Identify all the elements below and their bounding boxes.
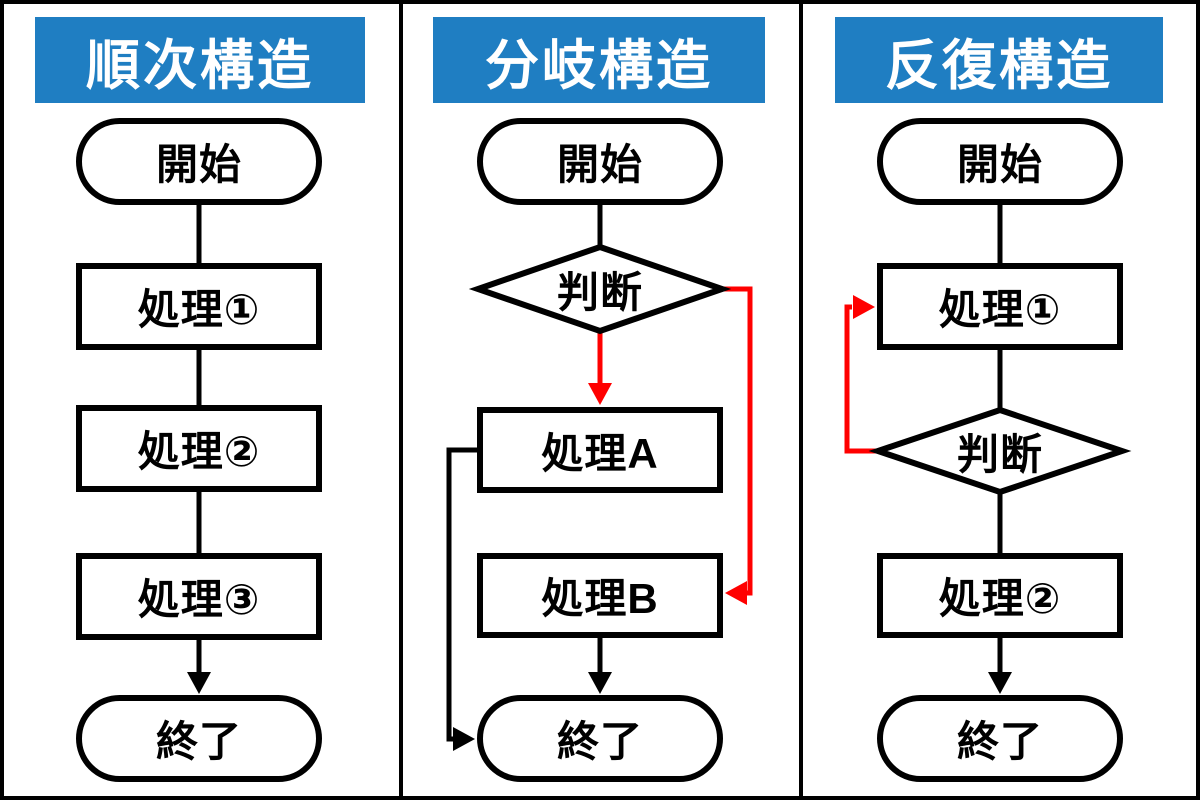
arrowhead-decision-to-a xyxy=(588,383,612,405)
edges-loop-red xyxy=(844,295,880,454)
terminator-start-branch: 開始 xyxy=(477,118,723,205)
node-label: 処理① xyxy=(938,286,1062,333)
arrowhead-decision-to-b xyxy=(725,581,747,605)
panel-title-loop: 反復構造 xyxy=(835,17,1163,103)
decision-diamond-loop xyxy=(868,406,1132,496)
terminator-start-loop: 開始 xyxy=(877,118,1123,205)
process-b-branch: 処理B xyxy=(477,553,723,638)
terminator-end-loop: 終了 xyxy=(877,695,1123,782)
process-3-sequence: 処理③ xyxy=(76,553,322,640)
arrowhead-seq-end xyxy=(187,672,211,694)
process-2-sequence: 処理② xyxy=(76,405,322,492)
edges-sequence xyxy=(187,203,211,694)
process-2-loop: 処理② xyxy=(877,553,1123,638)
terminator-end-sequence: 終了 xyxy=(76,695,322,782)
terminator-end-branch: 終了 xyxy=(477,695,723,782)
panel-title-label: 分岐構造 xyxy=(485,35,713,96)
node-label: 判断 xyxy=(956,430,1043,478)
process-1-loop: 処理① xyxy=(877,263,1123,350)
panel-title-branch: 分岐構造 xyxy=(433,17,765,103)
arrowhead-branch-b-to-end xyxy=(588,672,612,694)
node-label: 終了 xyxy=(956,718,1043,765)
edges-branch-black xyxy=(446,203,612,751)
panel-title-label: 順次構造 xyxy=(86,35,314,96)
node-label: 開始 xyxy=(155,141,242,188)
node-label: 終了 xyxy=(155,718,242,765)
panel-title-sequence: 順次構造 xyxy=(35,17,365,103)
arrowhead-branch-a-to-end xyxy=(453,727,475,751)
node-label: 処理A xyxy=(541,429,659,477)
node-label: 開始 xyxy=(556,141,643,188)
decision-diamond-branch xyxy=(468,243,732,335)
node-label: 開始 xyxy=(956,141,1043,188)
arrowhead-loop-back xyxy=(853,295,875,319)
decision-label-loop: 判断 xyxy=(878,414,1122,488)
node-label: 処理③ xyxy=(137,576,261,623)
edges-loop-black xyxy=(988,203,1012,694)
process-1-sequence: 処理① xyxy=(76,263,322,350)
node-label: 処理② xyxy=(938,575,1062,622)
panel-title-label: 反復構造 xyxy=(885,35,1113,96)
node-label: 終了 xyxy=(556,718,643,765)
process-a-branch: 処理A xyxy=(477,407,723,493)
node-label: 処理① xyxy=(137,286,261,333)
arrowhead-loop-end xyxy=(988,672,1012,694)
node-label: 処理② xyxy=(137,428,261,475)
terminator-start-sequence: 開始 xyxy=(76,118,322,205)
decision-label-branch: 判断 xyxy=(478,251,722,327)
edges-branch-red xyxy=(588,286,753,605)
node-label: 判断 xyxy=(556,268,643,316)
node-label: 処理B xyxy=(541,575,659,622)
